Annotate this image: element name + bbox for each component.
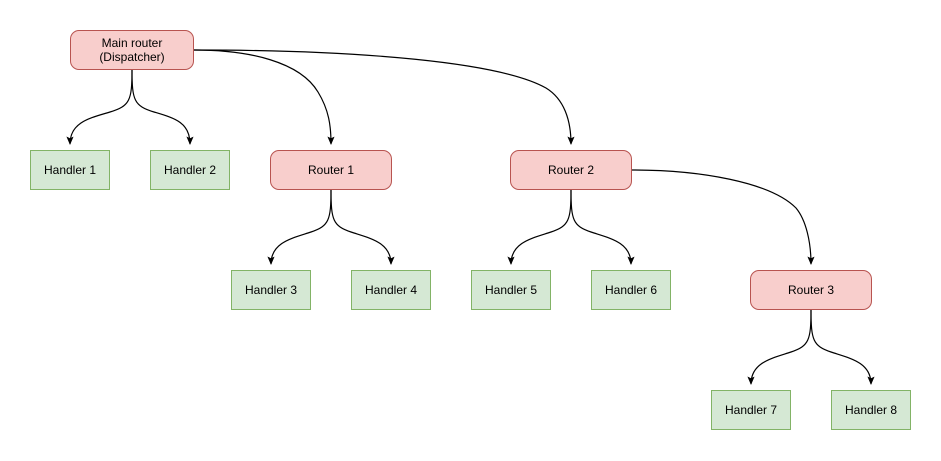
node-handler-7-label: Handler 7 xyxy=(724,403,778,417)
node-router-2[interactable]: Router 2 xyxy=(510,150,632,190)
edge-main-router-to-router-2 xyxy=(193,49,575,145)
node-handler-3[interactable]: Handler 3 xyxy=(231,270,311,310)
node-handler-1[interactable]: Handler 1 xyxy=(30,150,110,190)
node-router-3[interactable]: Router 3 xyxy=(750,270,872,310)
node-handler-4-label: Handler 4 xyxy=(364,283,418,297)
node-router-3-label: Router 3 xyxy=(787,283,835,297)
edge-router-2-to-handler-5 xyxy=(507,189,572,265)
node-main-router[interactable]: Main router (Dispatcher) xyxy=(70,30,194,70)
node-handler-8[interactable]: Handler 8 xyxy=(831,390,911,430)
node-router-2-label: Router 2 xyxy=(547,163,595,177)
edge-router-2-to-router-3 xyxy=(631,169,815,265)
node-handler-8-label: Handler 8 xyxy=(844,403,898,417)
edge-router-1-to-handler-4 xyxy=(330,189,395,265)
node-handler-2[interactable]: Handler 2 xyxy=(150,150,230,190)
node-handler-6-label: Handler 6 xyxy=(604,283,658,297)
node-handler-6[interactable]: Handler 6 xyxy=(591,270,671,310)
node-router-1-label: Router 1 xyxy=(307,163,355,177)
edge-router-3-to-handler-8 xyxy=(810,309,875,385)
node-handler-5[interactable]: Handler 5 xyxy=(471,270,551,310)
node-handler-3-label: Handler 3 xyxy=(244,283,298,297)
node-main-router-label: Main router (Dispatcher) xyxy=(99,36,165,64)
edge-router-1-to-handler-3 xyxy=(267,189,332,265)
edge-main-router-to-router-1 xyxy=(193,49,335,145)
node-handler-2-label: Handler 2 xyxy=(163,163,217,177)
edge-router-3-to-handler-7 xyxy=(747,309,812,385)
node-handler-4[interactable]: Handler 4 xyxy=(351,270,431,310)
node-router-1[interactable]: Router 1 xyxy=(270,150,392,190)
node-handler-5-label: Handler 5 xyxy=(484,283,538,297)
node-handler-7[interactable]: Handler 7 xyxy=(711,390,791,430)
edge-main-router-to-handler-1 xyxy=(66,69,133,145)
edge-router-2-to-handler-6 xyxy=(570,189,635,265)
edge-main-router-to-handler-2 xyxy=(131,69,194,145)
node-handler-1-label: Handler 1 xyxy=(43,163,97,177)
